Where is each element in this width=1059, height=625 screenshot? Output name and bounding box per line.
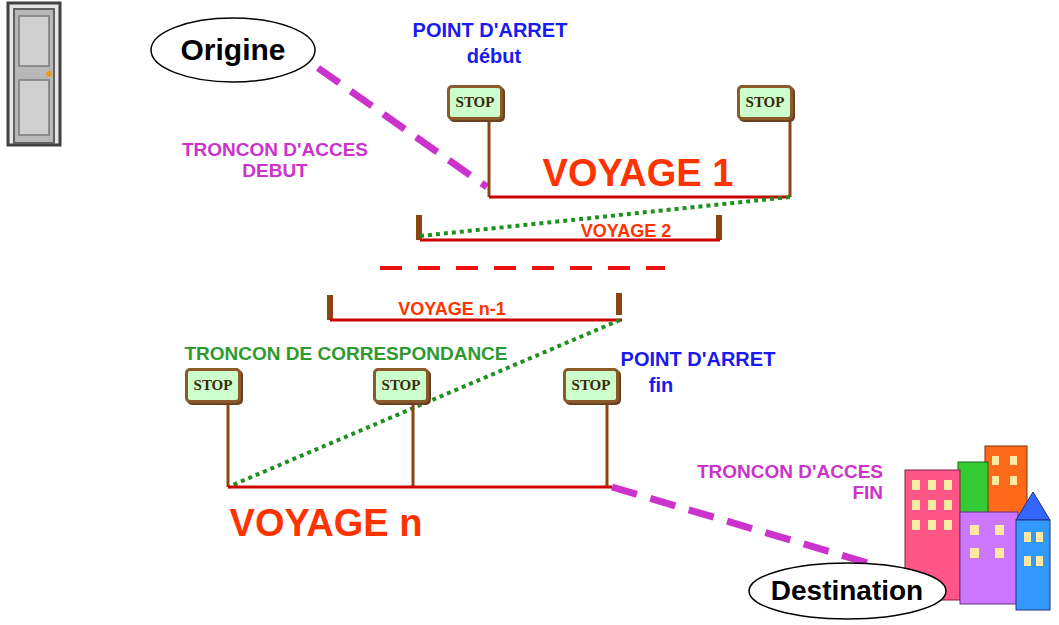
stop-text: STOP [456,94,495,111]
ellipse-node: Destination [748,562,947,620]
stop-point-label: début [434,45,554,67]
trip-line [228,486,612,489]
place-name: Origine [180,33,285,67]
trip-line [420,239,720,242]
stop-point-label: POINT D'ARRET [568,348,828,370]
access-label: TRONCON D'ACCES DEBUT [160,140,390,182]
trip-label: VOYAGE 2 [526,222,726,242]
stop-point-label: fin [611,374,711,396]
stop-text: STOP [194,377,233,394]
stop-pole [227,401,230,487]
stop-text: STOP [572,377,611,394]
ellipsis-dash [380,266,665,270]
trip-label: VOYAGE n [176,503,476,545]
stop-post [716,215,722,240]
stop-pole [789,118,792,197]
door-icon [8,3,60,145]
stop-sign: STOP [373,368,429,403]
trip-line [489,196,790,199]
transfer-label: TRONCON DE CORRESPONDANCE [181,344,510,365]
trip-label: VOYAGE 1 [488,153,788,195]
stop-point-label: POINT D'ARRET [360,19,620,41]
stop-sign: STOP [737,85,793,120]
stop-pole [606,401,609,487]
stop-text: STOP [382,377,421,394]
stop-post [616,293,622,315]
stop-sign: STOP [447,85,503,120]
trip-label: VOYAGE n-1 [352,300,552,320]
stop-sign: STOP [185,368,241,403]
stop-sign: STOP [563,368,619,403]
stop-text: STOP [746,94,785,111]
access-label: TRONCON D'ACCES FIN [683,462,883,504]
stop-pole [412,401,415,487]
ellipse-node: Origine [150,17,316,83]
place-name: Destination [771,575,923,607]
stop-post [327,295,333,320]
stop-pole [488,118,491,197]
